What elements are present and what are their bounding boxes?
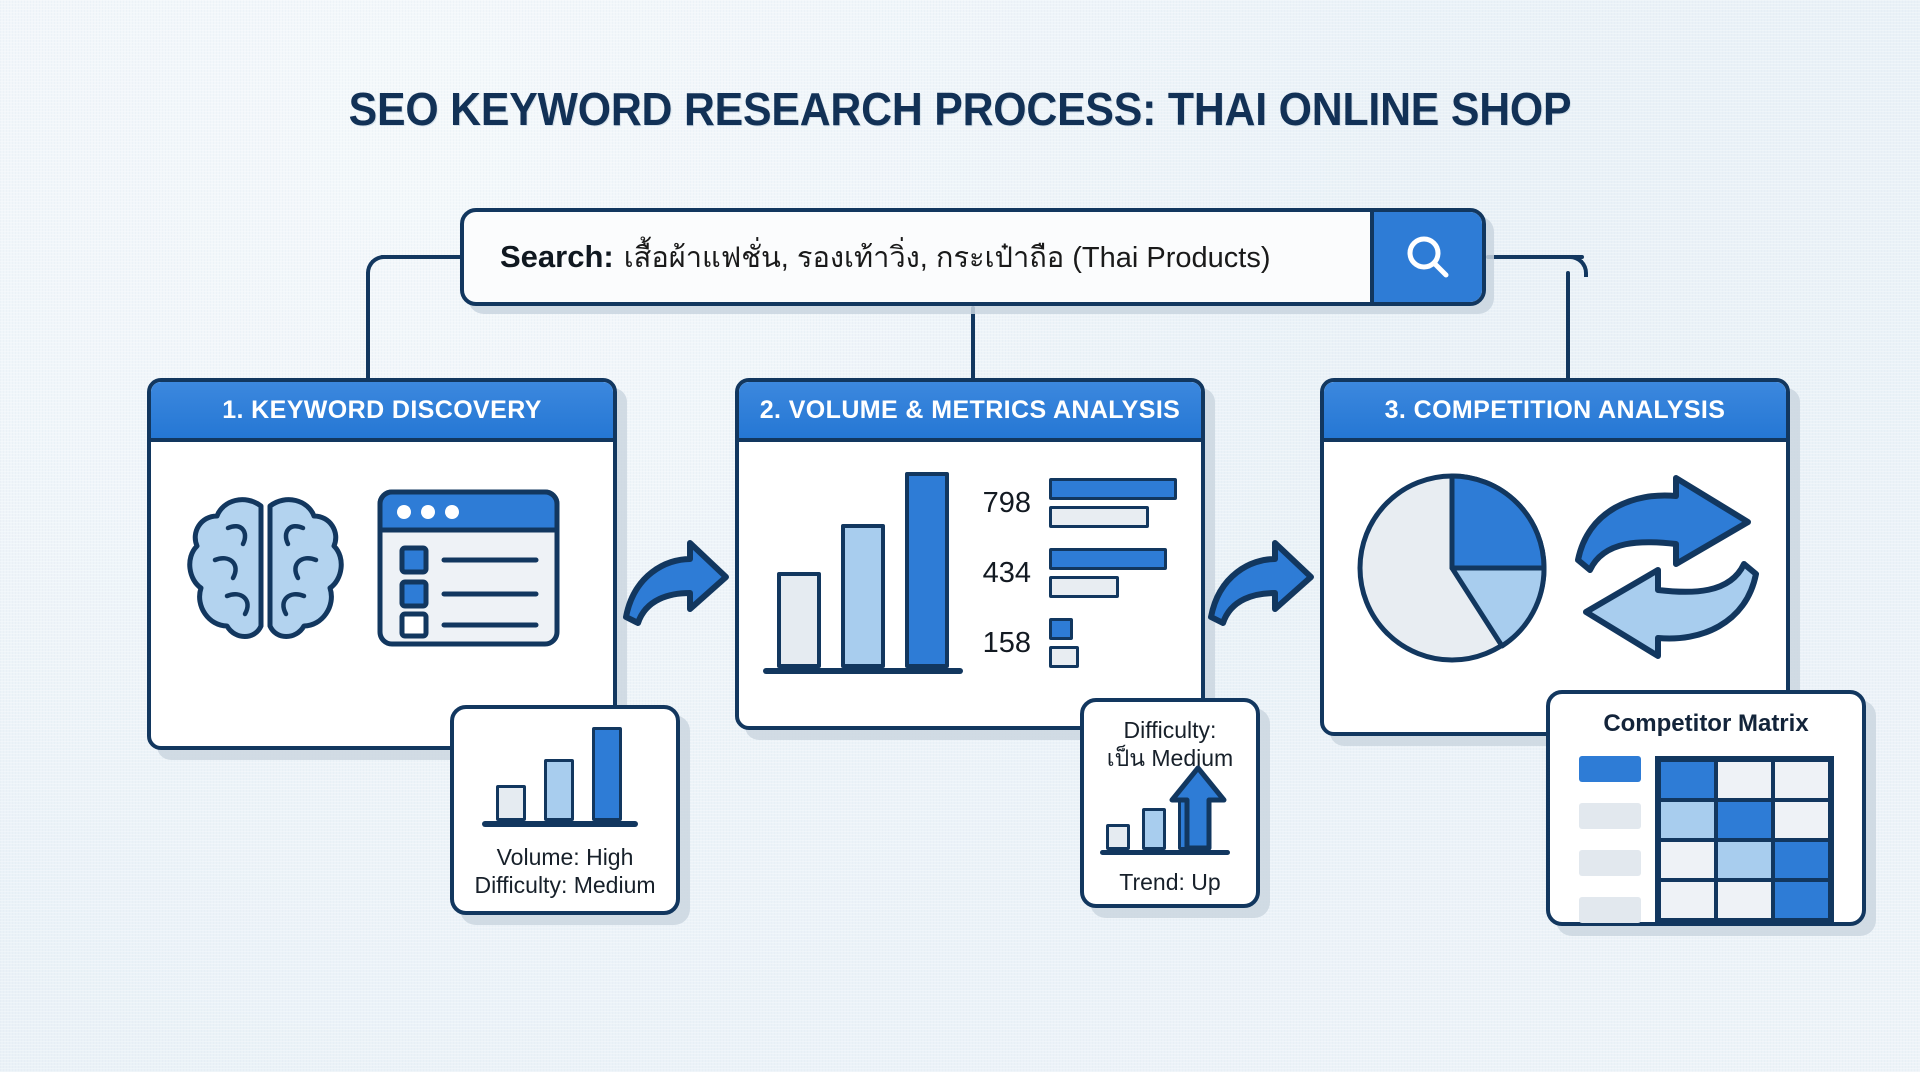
matrix-cell xyxy=(1658,880,1716,920)
trending-up-icon xyxy=(1100,765,1240,856)
callout-competitor-matrix[interactable]: Competitor Matrix xyxy=(1546,690,1866,926)
matrix-cell xyxy=(1772,800,1830,840)
metric-secondary-bar xyxy=(1049,576,1119,598)
connector-right-horizontal xyxy=(1486,255,1584,259)
callout-bar-3 xyxy=(592,727,622,821)
metric-row: 434 xyxy=(969,548,1167,598)
metric-value: 798 xyxy=(982,486,1031,519)
matrix-legend xyxy=(1578,756,1641,923)
search-icon xyxy=(1401,230,1455,284)
matrix-cell xyxy=(1772,760,1830,800)
callout-footer: Trend: Up xyxy=(1119,869,1221,896)
bar-chart-baseline xyxy=(763,668,963,674)
bar-1 xyxy=(777,572,821,668)
bar-chart-icon xyxy=(480,727,650,827)
metric-value: 434 xyxy=(982,556,1031,589)
matrix-cell xyxy=(1658,760,1716,800)
up-arrow-icon xyxy=(1168,765,1228,851)
search-button[interactable] xyxy=(1370,212,1482,302)
brain-icon xyxy=(183,488,348,648)
metric-secondary-bar xyxy=(1049,506,1149,528)
panel-1-header: 1. KEYWORD DISCOVERY xyxy=(151,382,613,442)
connector-right-corner xyxy=(1566,255,1588,277)
competitor-matrix-title: Competitor Matrix xyxy=(1603,710,1809,737)
matrix-legend-row xyxy=(1578,897,1641,923)
matrix-legend-row xyxy=(1578,850,1641,876)
matrix-cell xyxy=(1715,760,1773,800)
panel-volume-metrics[interactable]: 2. VOLUME & METRICS ANALYSIS 798 xyxy=(735,378,1205,730)
trend-bar-2 xyxy=(1142,808,1166,851)
search-bar[interactable]: Search: เสื้อผ้าแฟชั่น, รองเท้าวิ่ง, กระ… xyxy=(460,208,1486,306)
callout-line-2: Difficulty: Medium xyxy=(474,872,656,899)
panel-competition-analysis[interactable]: 3. COMPETITION ANALYSIS xyxy=(1320,378,1790,736)
arrow-step-1-to-2-icon xyxy=(620,535,732,630)
matrix-cell xyxy=(1715,840,1773,880)
matrix-icon xyxy=(1578,756,1834,924)
callout-baseline xyxy=(482,821,638,827)
connector-left-corner xyxy=(366,255,388,277)
matrix-cell xyxy=(1772,840,1830,880)
callout-heading-line-2: เป็น Medium xyxy=(1106,745,1234,772)
metric-value: 158 xyxy=(982,626,1031,659)
metric-row: 798 xyxy=(969,478,1177,528)
connector-right-vertical xyxy=(1566,271,1570,381)
bar-3 xyxy=(905,472,949,668)
matrix-cell xyxy=(1715,880,1773,920)
matrix-legend-row xyxy=(1578,756,1641,782)
trend-baseline xyxy=(1100,850,1230,856)
metric-secondary-bar xyxy=(1049,646,1079,668)
metric-primary-bar xyxy=(1049,478,1177,500)
connector-left-vertical xyxy=(366,271,370,381)
matrix-cell xyxy=(1658,840,1716,880)
trend-bar-1 xyxy=(1106,824,1130,851)
callout-bar-1 xyxy=(496,785,526,821)
panel-2-body: 798 434 158 xyxy=(739,442,1201,722)
bar-chart-icon xyxy=(763,470,963,674)
matrix-cell xyxy=(1715,800,1773,840)
metric-row: 158 xyxy=(969,618,1079,668)
panel-3-header: 3. COMPETITION ANALYSIS xyxy=(1324,382,1786,442)
bar-2 xyxy=(841,524,885,668)
matrix-legend-row xyxy=(1578,803,1641,829)
callout-bar-2 xyxy=(544,759,574,821)
callout-line-1: Volume: High xyxy=(496,844,634,870)
search-input[interactable]: Search: เสื้อผ้าแฟชั่น, รองเท้าวิ่ง, กระ… xyxy=(464,212,1370,302)
matrix-cell xyxy=(1658,800,1716,840)
exchange-arrows-icon xyxy=(1572,474,1762,662)
arrow-step-2-to-3-icon xyxy=(1205,535,1317,630)
metric-primary-bar xyxy=(1049,618,1073,640)
checklist-window-icon xyxy=(376,488,561,648)
callout-heading-line-1: Difficulty: xyxy=(1123,717,1217,743)
callout-volume-difficulty[interactable]: Volume: High Difficulty: Medium xyxy=(450,705,680,915)
callout-difficulty-trend[interactable]: Difficulty: เป็น Medium Trend: Up xyxy=(1080,698,1260,908)
matrix-cell xyxy=(1772,880,1830,920)
panel-2-header: 2. VOLUME & METRICS ANALYSIS xyxy=(739,382,1201,442)
panel-3-body xyxy=(1324,442,1786,728)
page-title: SEO KEYWORD RESEARCH PROCESS: THAI ONLIN… xyxy=(348,83,1572,135)
metric-primary-bar xyxy=(1049,548,1167,570)
search-label: Search: xyxy=(500,239,614,274)
connector-middle-vertical xyxy=(971,306,975,382)
panel-keyword-discovery[interactable]: 1. KEYWORD DISCOVERY xyxy=(147,378,617,750)
panel-1-body xyxy=(151,442,613,742)
matrix-grid xyxy=(1654,756,1834,924)
search-query-value: เสื้อผ้าแฟชั่น, รองเท้าวิ่ง, กระเป๋าถือ … xyxy=(623,242,1271,274)
connector-left-horizontal xyxy=(380,255,478,259)
pie-chart-icon xyxy=(1352,468,1552,668)
